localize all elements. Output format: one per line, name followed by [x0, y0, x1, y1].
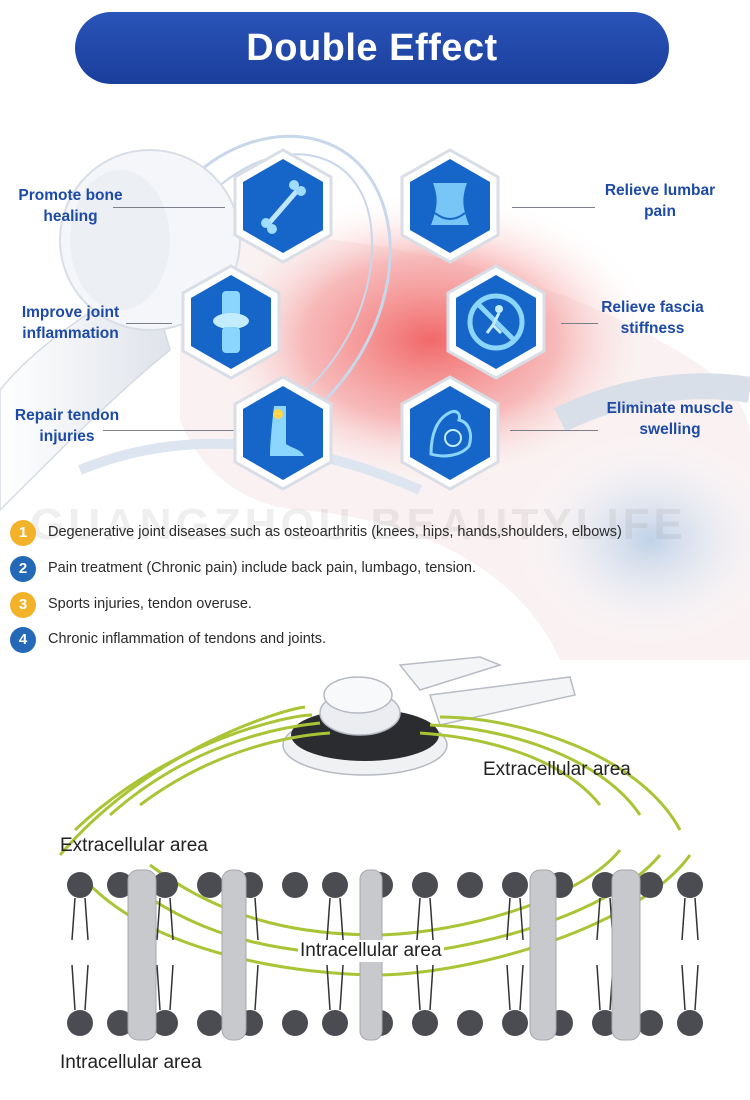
foot-tendon-icon — [233, 375, 333, 491]
waist-icon — [400, 148, 500, 264]
benefit-line2: swelling — [639, 421, 701, 438]
benefit-line1: Improve joint — [21, 304, 120, 321]
label-intracellular-bottom: Intracellular area — [60, 1052, 202, 1073]
connector-line — [561, 323, 598, 324]
connector-line — [510, 430, 598, 431]
benefit-line2: healing — [43, 208, 98, 225]
device-icon — [282, 656, 576, 776]
no-pain-icon — [446, 264, 546, 380]
benefit-line1: Promote bone — [18, 187, 123, 204]
benefit-line2: pain — [644, 203, 676, 220]
number-badge: 3 — [10, 592, 36, 618]
connector-line — [113, 207, 225, 208]
label-extracellular-top: Extracellular area — [483, 759, 631, 780]
benefit-label-fascia: Relieve fascia stiffness — [585, 297, 720, 339]
label-intracellular-center: Intracellular area — [298, 940, 444, 962]
page-title: Double Effect — [246, 27, 498, 69]
cell-membrane-diagram: Extracellular area Extracellular area In… — [0, 655, 750, 1095]
hex-lumbar — [397, 147, 503, 265]
treatment-scene: GUANGZHOU BEAUTYLIFE Promote bone healin… — [0, 90, 750, 660]
hex-tendon — [230, 374, 336, 492]
muscle-arm-icon — [400, 375, 500, 491]
hex-muscle — [397, 374, 503, 492]
watermark: GUANGZHOU BEAUTYLIFE — [30, 500, 687, 549]
connector-line — [512, 207, 595, 208]
benefit-label-bone: Promote bone healing — [8, 185, 133, 227]
number-badge: 1 — [10, 520, 36, 546]
list-text: Chronic inflammation of tendons and join… — [48, 631, 327, 647]
title-banner: Double Effect — [75, 12, 669, 84]
label-extracellular-left: Extracellular area — [60, 835, 208, 856]
benefit-line2: stiffness — [620, 320, 685, 337]
benefit-line1: Repair tendon — [14, 407, 120, 424]
benefit-line2: injuries — [39, 428, 95, 445]
hex-joint — [178, 263, 284, 381]
connector-line — [126, 323, 172, 324]
membrane-illustration — [58, 656, 703, 1041]
benefit-label-muscle: Eliminate muscle swelling — [595, 398, 745, 440]
benefit-line2: inflammation — [22, 325, 119, 342]
bone-icon — [233, 148, 333, 264]
number-badge: 2 — [10, 556, 36, 582]
number-badge: 4 — [10, 627, 36, 653]
benefit-label-lumbar: Relieve lumbar pain — [590, 180, 730, 222]
benefit-line1: Relieve fascia — [601, 299, 704, 316]
knee-joint-icon — [181, 264, 281, 380]
benefit-line1: Relieve lumbar — [604, 182, 716, 199]
list-text: Pain treatment (Chronic pain) include ba… — [48, 560, 476, 576]
hex-bone — [230, 147, 336, 265]
benefit-label-tendon: Repair tendon injuries — [2, 405, 132, 447]
list-text: Degenerative joint diseases such as oste… — [48, 524, 622, 540]
benefit-line1: Eliminate muscle — [606, 400, 734, 417]
connector-line — [103, 430, 235, 431]
list-text: Sports injuries, tendon overuse. — [48, 596, 252, 612]
hex-fascia — [443, 263, 549, 381]
benefit-label-joint: Improve joint inflammation — [8, 302, 133, 344]
